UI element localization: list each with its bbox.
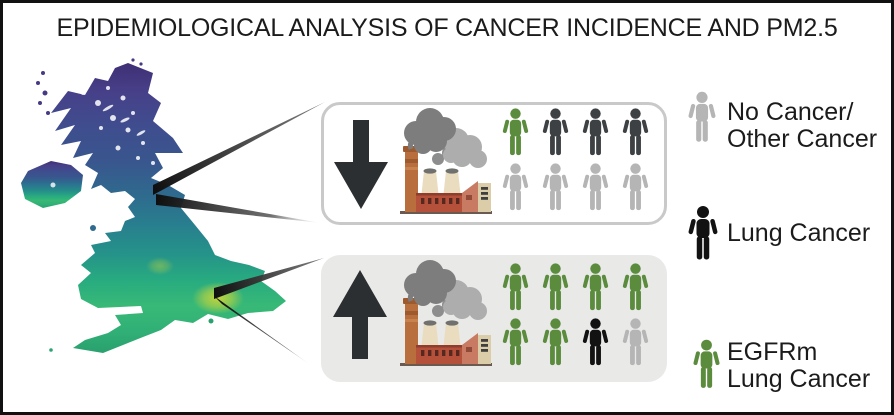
person-icon [541, 163, 569, 211]
person-icon [621, 108, 649, 156]
map-speckles [81, 86, 155, 165]
person-icon [581, 318, 609, 366]
figure-title: EPIDEMIOLOGICAL ANALYSIS OF CANCER INCID… [56, 14, 838, 42]
legend-lung-cancer-person-icon [688, 205, 718, 261]
legend-egfrm-person-icon [693, 339, 720, 389]
panel-high-pm25 [321, 255, 667, 382]
person-icon [541, 108, 569, 156]
northern-ireland-shape [21, 161, 83, 208]
people-grid-high [495, 263, 655, 373]
legend-no-cancer-label: No Cancer/ Other Cancer [727, 98, 878, 153]
person-icon [621, 318, 649, 366]
great-britain-shape [51, 63, 286, 353]
person-icon [541, 318, 569, 366]
person-icon [501, 108, 529, 156]
map-hotspot-midlands [146, 257, 174, 275]
person-icon [621, 163, 649, 211]
islands-specks [36, 58, 214, 352]
person-icon [541, 263, 569, 311]
person-icon [581, 263, 609, 311]
people-grid-low [495, 108, 655, 218]
person-icon [581, 108, 609, 156]
factory-icon [396, 107, 496, 219]
legend-egfrm-label: EGFRm Lung Cancer [727, 338, 871, 393]
person-icon [621, 263, 649, 311]
person-icon [501, 163, 529, 211]
person-icon [581, 163, 609, 211]
legend-no-cancer-person-icon [688, 91, 716, 143]
person-icon [501, 263, 529, 311]
factory-icon [396, 259, 496, 371]
trend-arrow-up-icon [333, 270, 387, 359]
legend-lung-cancer-label: Lung Cancer [727, 219, 871, 247]
person-icon [501, 318, 529, 366]
panel-low-pm25 [321, 102, 667, 225]
map-hotspot-london [192, 282, 244, 314]
trend-arrow-down-icon [334, 120, 388, 209]
uk-pm25-map [21, 58, 286, 353]
